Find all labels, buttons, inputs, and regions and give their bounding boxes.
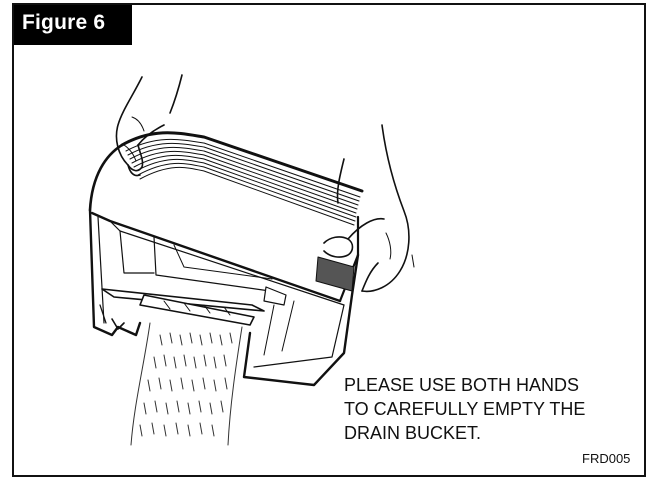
caption: PLEASE USE BOTH HANDS TO CAREFULLY EMPTY…	[344, 373, 585, 445]
caption-line-1: PLEASE USE BOTH HANDS	[344, 375, 580, 395]
drain-bucket-illustration	[88, 74, 415, 446]
figure-code: FRD005	[582, 451, 631, 466]
figure-title: Figure 6	[22, 11, 106, 34]
figure-frame: Figure 6 PLEASE USE BOTH HANDS TO CAREFU…	[12, 3, 646, 477]
bucket-body	[88, 208, 360, 387]
right-hand	[323, 124, 415, 293]
left-hand	[115, 74, 183, 177]
water-stream	[130, 322, 243, 446]
caption-line-2: TO CAREFULLY EMPTY THE	[344, 399, 586, 419]
caption-line-3: DRAIN BUCKET.	[344, 423, 482, 443]
figure-title-tab: Figure 6	[14, 5, 132, 45]
